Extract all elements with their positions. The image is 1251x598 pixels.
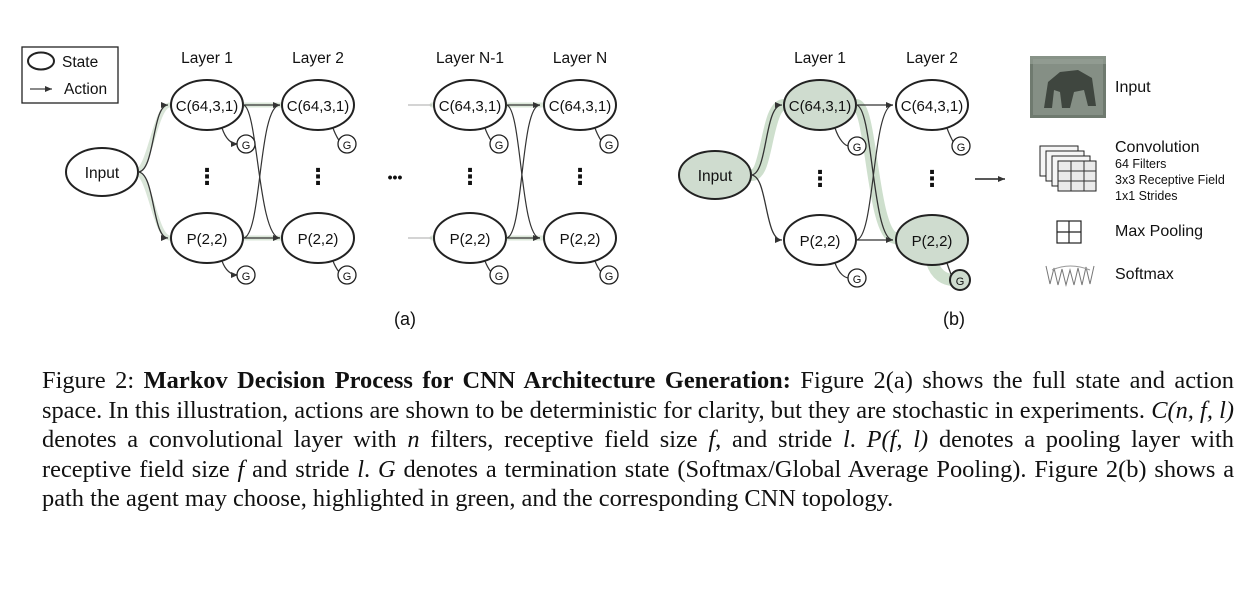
terminal-state [599,134,619,154]
terminal-state-label: G [605,271,614,283]
state-legend-icon [27,51,55,71]
layer-header: Layer 1 [794,50,846,67]
layer-header: Layer 2 [906,50,958,67]
state-legend-label: State [62,54,98,71]
vdots: ⋮ [569,164,591,189]
layer-header: Layer 2 [292,50,344,67]
caption-math: P(f, l) [866,426,929,454]
caption-math: C(n, f, l) [1151,396,1234,424]
vdots: ⋮ [307,164,329,189]
caption-math: f [237,455,245,483]
vdots: ⋮ [459,164,481,189]
caption-math: l [357,455,365,483]
caption-text: denotes a termination state (Softmax/Glo… [42,455,1235,513]
terminal-state-label: G [605,140,614,152]
caption-math: l [842,426,850,454]
terminal-state-label: G [853,142,862,154]
caption-math: G [378,455,396,483]
legend-box: State Action [21,46,119,104]
terminal-state-label: G [495,140,504,152]
conv-state-label: C(64,3,1) [439,98,502,115]
pool-state-label: P(2,2) [450,231,491,248]
terminal-state-label: G [343,271,352,283]
topology-input-label: Input [1115,79,1151,96]
pool-state-label: P(2,2) [298,231,339,248]
terminal-state [847,136,867,156]
terminal-state-label: G [495,271,504,283]
caption-text: , and stride [715,426,843,454]
conv-state-label: C(64,3,1) [549,98,612,115]
input-image-icon [1030,56,1106,118]
conv-state [543,79,617,131]
figure-caption: Figure 2: Markov Decision Process for CN… [42,366,1234,514]
terminal-state [236,265,256,285]
softmax-icon [1045,265,1095,287]
terminal-state-label: G [957,142,966,154]
conv-state-label: C(64,3,1) [176,98,239,115]
max-pooling-icon [1056,220,1082,244]
convolution-filters: 64 Filters [1115,157,1166,171]
convolution-icon [1039,145,1097,192]
layer-header: Layer N [553,50,607,67]
terminal-state-label: G [956,276,965,288]
hdots: ••• [388,169,403,185]
topology-legend: Input Convolution 64 Filters 3x3 Recepti… [1030,56,1225,287]
caption-prefix: Figure 2: [42,367,135,394]
vdots: ⋮ [809,166,831,191]
terminal-state-label: G [242,140,251,152]
pool-state-label: P(2,2) [912,233,953,250]
terminal-state-label: G [343,140,352,152]
caption-text: filters, receptive field size [419,426,709,454]
caption-text: . [849,426,867,454]
terminal-state [337,134,357,154]
terminal-state [847,268,867,288]
panel-b-sublabel: (b) [943,309,965,329]
vdots: ⋮ [196,164,218,189]
panel-a: Layer 1 Layer 2 Layer N-1 Layer N Input … [65,50,619,329]
pool-state-label: P(2,2) [560,231,601,248]
pool-state [543,212,617,264]
terminal-state [951,136,971,156]
terminal-state [489,134,509,154]
convolution-label: Convolution [1115,139,1200,156]
caption-text: . [364,455,378,483]
terminal-state [599,265,619,285]
conv-state-label: C(64,3,1) [789,98,852,115]
terminal-state [337,265,357,285]
panel-a-sublabel: (a) [394,309,416,329]
caption-math: n [407,426,420,454]
caption-text: and stride [244,455,358,483]
panel-b: Layer 1 Layer 2 Input C(64,3,1) ⋮ P(2,2)… [678,50,1005,329]
pool-state-label: P(2,2) [187,231,228,248]
input-state-label: Input [698,168,733,185]
pool-state-label: P(2,2) [800,233,841,250]
caption-title: Markov Decision Process for CNN Architec… [143,367,791,394]
conv-state-label: C(64,3,1) [901,98,964,115]
conv-state-label: C(64,3,1) [287,98,350,115]
terminal-state-label: G [853,274,862,286]
input-state-label: Input [85,165,120,182]
softmax-label: Softmax [1115,266,1174,283]
caption-math: f [708,426,716,454]
caption-text: denotes a convolutional layer with [42,426,408,454]
vdots: ⋮ [921,166,943,191]
layer-header: Layer 1 [181,50,233,67]
convolution-strides: 1x1 Strides [1115,189,1178,203]
convolution-field: 3x3 Receptive Field [1115,173,1225,187]
terminal-state-highlighted [949,269,971,291]
caption-text: Figure 2(a) shows the full state and act… [42,367,1234,424]
action-legend-label: Action [64,81,107,98]
terminal-state [489,265,509,285]
max-pooling-label: Max Pooling [1115,223,1203,240]
terminal-state-label: G [242,271,251,283]
caption-text: denotes a pooling layer with receptive f… [42,426,1234,483]
layer-header: Layer N-1 [436,50,504,67]
